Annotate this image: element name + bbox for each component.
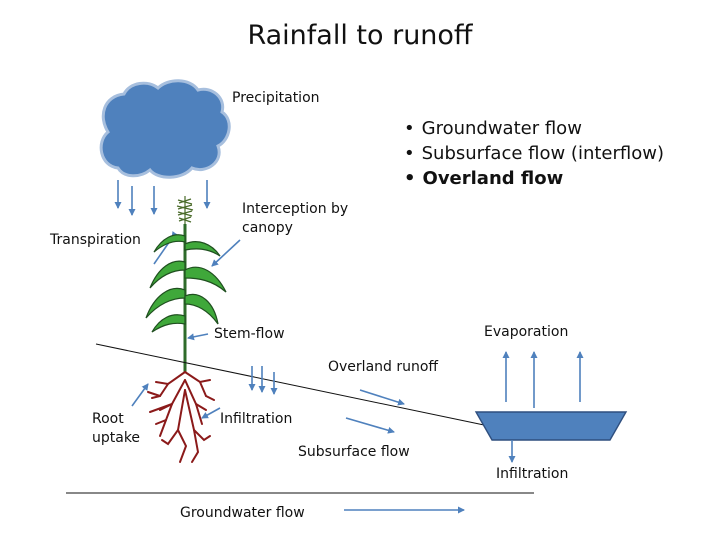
rain-cloud-icon — [99, 79, 231, 179]
flow-type-item: Overland flow — [404, 166, 664, 191]
label-infiltration-pond: Infiltration — [496, 466, 569, 482]
label-stem-flow: Stem-flow — [214, 326, 285, 342]
plant-leaves — [145, 234, 227, 333]
stem-flow-arrow — [187, 333, 209, 341]
interception-arrow — [211, 239, 241, 267]
corn-tassel-icon — [176, 196, 194, 226]
label-interception: Interception by canopy — [242, 201, 349, 236]
infiltration-arrows-plant — [248, 366, 278, 395]
label-precipitation: Precipitation — [232, 90, 320, 106]
plant-roots — [147, 371, 215, 463]
label-root-uptake: Root uptake — [92, 411, 141, 446]
label-groundwater-flow: Groundwater flow — [180, 505, 305, 521]
infiltration-to-roots-arrow — [201, 407, 221, 419]
label-infiltration-plant: Infiltration — [220, 411, 293, 427]
precipitation-arrows — [114, 180, 211, 216]
subsurface-flow-arrow — [345, 417, 395, 434]
label-overland-runoff: Overland runoff — [328, 359, 439, 375]
label-transpiration: Transpiration — [50, 232, 141, 248]
label-subsurface-flow: Subsurface flow — [298, 444, 410, 460]
flow-type-item: Subsurface flow (interflow) — [404, 141, 664, 166]
diagram-title: Rainfall to runoff — [247, 20, 473, 51]
flow-type-item: Groundwater flow — [404, 116, 664, 141]
root-uptake-arrow — [131, 383, 149, 407]
pond-shape — [474, 411, 628, 441]
overland-runoff-arrow — [359, 389, 405, 406]
label-evaporation: Evaporation — [484, 324, 569, 340]
evaporation-arrows — [502, 351, 584, 408]
flow-types-list: Groundwater flow Subsurface flow (interf… — [404, 116, 664, 191]
ground-surface-line — [95, 343, 485, 426]
